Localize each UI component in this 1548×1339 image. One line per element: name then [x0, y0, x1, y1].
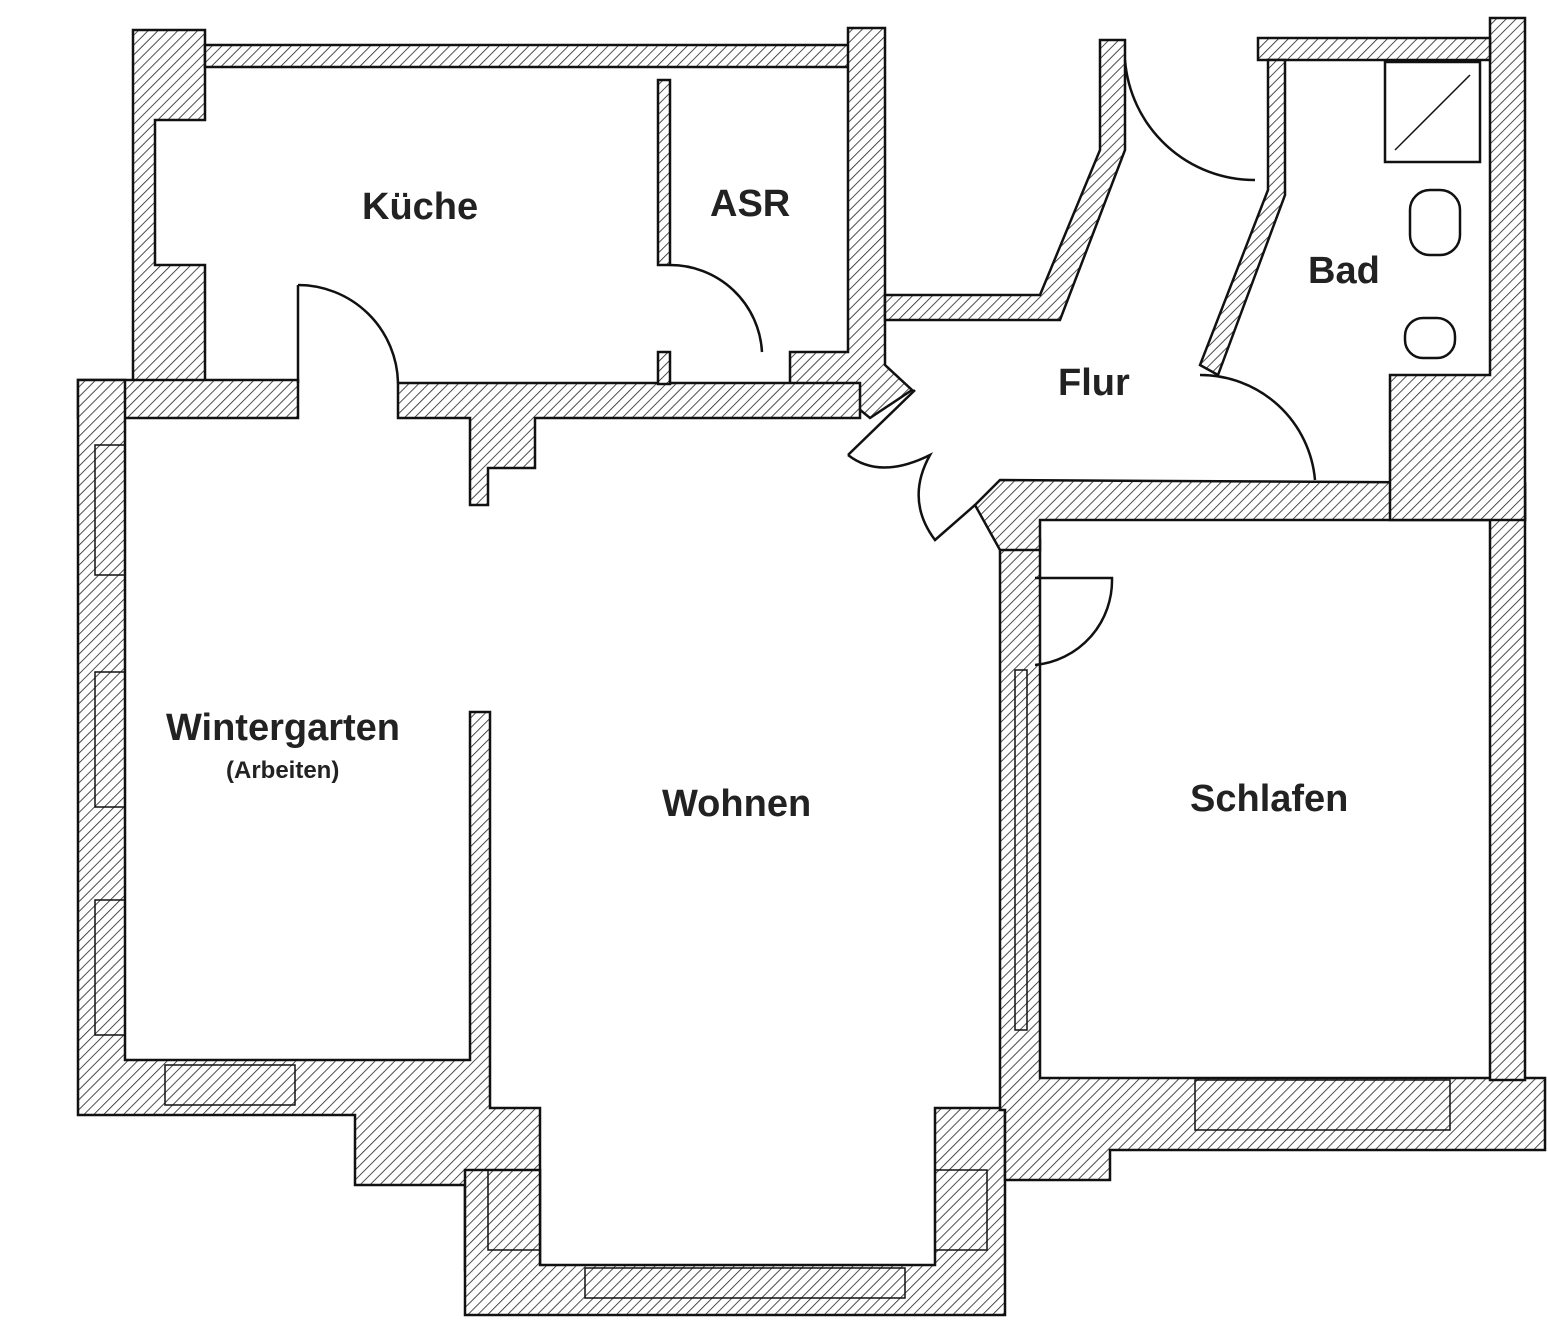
- room-label-flur: Flur: [1058, 362, 1130, 404]
- room-label-kueche: Küche: [362, 186, 479, 228]
- room-label-schlafen: Schlafen: [1190, 778, 1349, 820]
- shower-icon: [1383, 60, 1482, 164]
- toilet-icon: [1403, 316, 1457, 360]
- room-label-asr: ASR: [710, 183, 791, 225]
- sink-icon: [1408, 188, 1462, 257]
- doors-windows: [94, 59, 1482, 1299]
- room-label-wohnen: Wohnen: [662, 783, 812, 825]
- walls: [76, 16, 1547, 1317]
- room-label-bad: Bad: [1308, 250, 1380, 292]
- room-sublabel-wintergarten: (Arbeiten): [226, 757, 340, 784]
- room-label-wintergarten: Wintergarten: [166, 707, 401, 749]
